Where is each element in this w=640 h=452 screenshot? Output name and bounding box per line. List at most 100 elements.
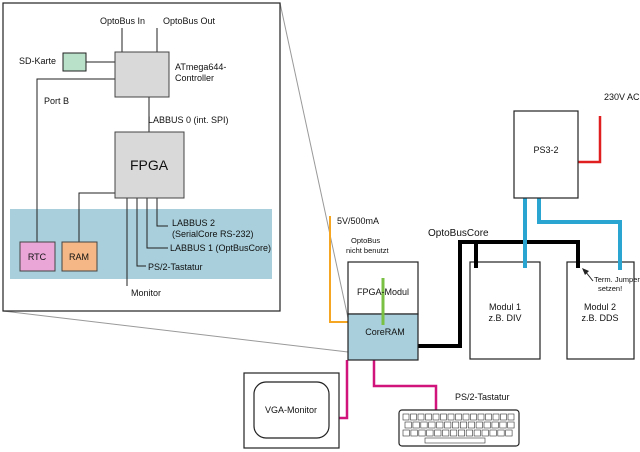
labbus1-label: LABBUS 1 (OptBusCore)	[170, 243, 271, 253]
keyboard-key	[425, 413, 432, 421]
vga-monitor-label: VGA-Monitor	[265, 405, 317, 415]
ram-box	[61, 241, 98, 272]
modul1-label-1: Modul 1	[489, 302, 521, 312]
keyboard-key	[450, 429, 458, 437]
coreram-label: CoreRAM	[365, 327, 405, 337]
rtc-box	[19, 241, 56, 272]
keyboard-key	[491, 421, 499, 429]
keyboard-key	[426, 429, 434, 437]
keyboard-key	[432, 413, 440, 421]
keyboard-key	[412, 421, 420, 429]
keyboard-key	[475, 421, 483, 429]
modul2-label-1: Modul 2	[584, 302, 616, 312]
keyboard-key	[455, 413, 462, 421]
keyboard-key	[483, 421, 491, 429]
rtc-label: RTC	[28, 252, 47, 262]
modul2-label-2: z.B. DDS	[581, 313, 618, 323]
power-label: 5V/500mA	[337, 216, 379, 226]
keyboard-key	[404, 421, 412, 429]
ps2-wire	[136, 198, 146, 267]
keyboard-key	[499, 421, 507, 429]
keyboard-key	[470, 413, 477, 421]
atmega-box	[114, 51, 170, 98]
ac-cable-red	[578, 116, 602, 164]
keyboard-key	[507, 413, 515, 421]
port-b-wire	[36, 78, 115, 242]
keyboard-key	[418, 429, 426, 437]
labbus2-label-2: (SerialCore RS-232)	[172, 229, 254, 239]
sd-card	[62, 52, 87, 72]
atmega-label-2: Controller	[175, 73, 214, 83]
modul-2-box	[566, 261, 635, 360]
ram-label: RAM	[69, 252, 89, 262]
labbus2-label-1: LABBUS 2	[172, 218, 215, 228]
keyboard-key	[410, 413, 417, 421]
keyboard-key	[452, 421, 460, 429]
keyboard-key	[500, 413, 507, 421]
modul-1-box	[469, 261, 541, 360]
keyboard-key	[434, 429, 442, 437]
keyboard-key	[507, 421, 515, 429]
system-overview: 5V/500mA OptoBus nicht benutzt FPGA-Modu…	[243, 92, 640, 449]
keyboard-key	[465, 429, 473, 437]
keyboard-spacebar	[424, 437, 486, 444]
keyboard-key	[459, 421, 467, 429]
labbus0-label: LABBUS 0 (int. SPI)	[148, 115, 229, 125]
ac-label: 230V AC	[604, 92, 640, 102]
keyboard-key	[462, 413, 470, 421]
keyboard-key	[457, 429, 465, 437]
term-jumper-label-1: Term. Jumper	[594, 275, 640, 284]
fpga-modul-label: FPGA-Modul	[357, 287, 409, 297]
ram-bus-wire	[78, 192, 115, 242]
keyboard-key	[442, 429, 450, 437]
keyboard-key	[505, 429, 513, 437]
keyboard-key	[497, 429, 505, 437]
optobuscore-label: OptoBusCore	[428, 228, 489, 239]
ps3-2-label: PS3-2	[533, 145, 558, 155]
power-cable-orange	[329, 216, 348, 323]
detail-panel: OptoBus In OptoBus Out SD-Karte ATmega64…	[2, 2, 281, 312]
fpga-box	[114, 131, 185, 199]
keyboard-key	[489, 429, 497, 437]
labbus2-wire	[156, 198, 168, 227]
monitor-label: Monitor	[131, 288, 161, 298]
keyboard-key	[477, 413, 485, 421]
optobus-unused-label-2: nicht benutzt	[346, 246, 389, 255]
zoom-line-top	[279, 2, 349, 319]
optobus-unused-label-1: OptoBus	[351, 236, 380, 245]
keyboard-key	[467, 421, 475, 429]
modul1-label-2: z.B. DIV	[488, 313, 521, 323]
keyboard-key	[481, 429, 489, 437]
ps2-keyboard-label: PS/2-Tastatur	[455, 392, 510, 402]
keyboard-key	[440, 413, 447, 421]
keyboard-key	[402, 429, 410, 437]
ps2-cable-magenta	[372, 360, 438, 410]
keyboard	[398, 409, 520, 447]
keyboard-key	[410, 429, 418, 437]
keyboard-key	[492, 413, 500, 421]
ps3-2-box	[513, 110, 579, 199]
labbus1-wire	[146, 198, 168, 249]
keyboard-key	[473, 429, 481, 437]
keyboard-key	[436, 421, 444, 429]
keyboard-key	[402, 413, 410, 421]
keyboard-key	[447, 413, 455, 421]
term-jumper-arrowhead	[582, 268, 589, 275]
vga-monitor-screen	[253, 381, 330, 439]
keyboard-key	[428, 421, 436, 429]
port-b-label: Port B	[44, 96, 69, 106]
keyboard-key	[420, 421, 428, 429]
ps2-label: PS/2-Tastatur	[148, 262, 203, 272]
optobus-in-label: OptoBus In	[100, 16, 145, 26]
vga-cable-magenta	[339, 360, 349, 420]
term-jumper-label-2: setzen!	[598, 284, 622, 293]
atmega-label-1: ATmega644-	[175, 62, 226, 72]
zoom-line-bottom	[2, 310, 349, 353]
optobus-out-label: OptoBus Out	[163, 16, 216, 26]
sd-card-label: SD-Karte	[19, 56, 56, 66]
fpga-label: FPGA	[130, 157, 169, 173]
keyboard-key	[417, 413, 425, 421]
keyboard-key	[444, 421, 452, 429]
keyboard-key	[485, 413, 492, 421]
